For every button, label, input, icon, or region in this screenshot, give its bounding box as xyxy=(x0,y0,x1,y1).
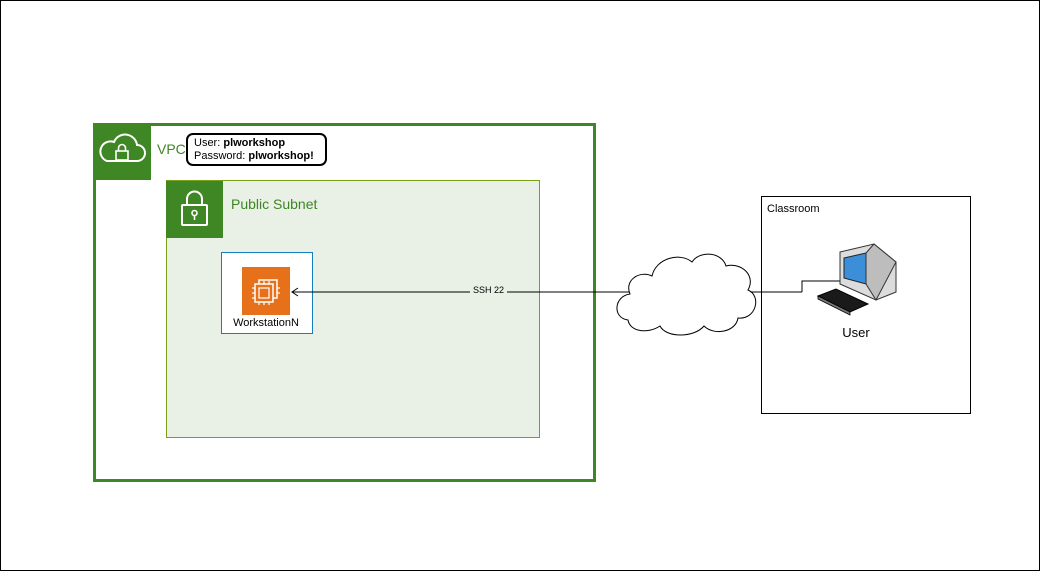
password-value: plworkshop! xyxy=(248,150,314,162)
workstation-label: WorkstationN xyxy=(233,317,299,329)
padlock-icon xyxy=(166,181,223,238)
credentials-user-line: User: plworkshop xyxy=(194,137,325,150)
vpc-label: VPC xyxy=(157,141,186,157)
user-prefix: User: xyxy=(194,137,224,149)
user-value: plworkshop xyxy=(223,137,286,149)
internet-cloud-icon xyxy=(616,253,757,336)
credentials-box: User: plworkshop Password: plworkshop! xyxy=(186,133,327,166)
ssh-port-label: SSH 22 xyxy=(470,285,508,295)
public-subnet-label: Public Subnet xyxy=(231,196,318,212)
ec2-instance-icon xyxy=(242,267,290,315)
password-prefix: Password: xyxy=(194,150,249,162)
user-label: User xyxy=(842,325,870,340)
ssh-connection-line xyxy=(291,280,858,297)
credentials-password-line: Password: plworkshop! xyxy=(194,150,325,163)
cloud-lock-icon xyxy=(93,123,151,180)
workstation-computer-icon xyxy=(816,243,897,316)
classroom-label: Classroom xyxy=(767,203,820,215)
